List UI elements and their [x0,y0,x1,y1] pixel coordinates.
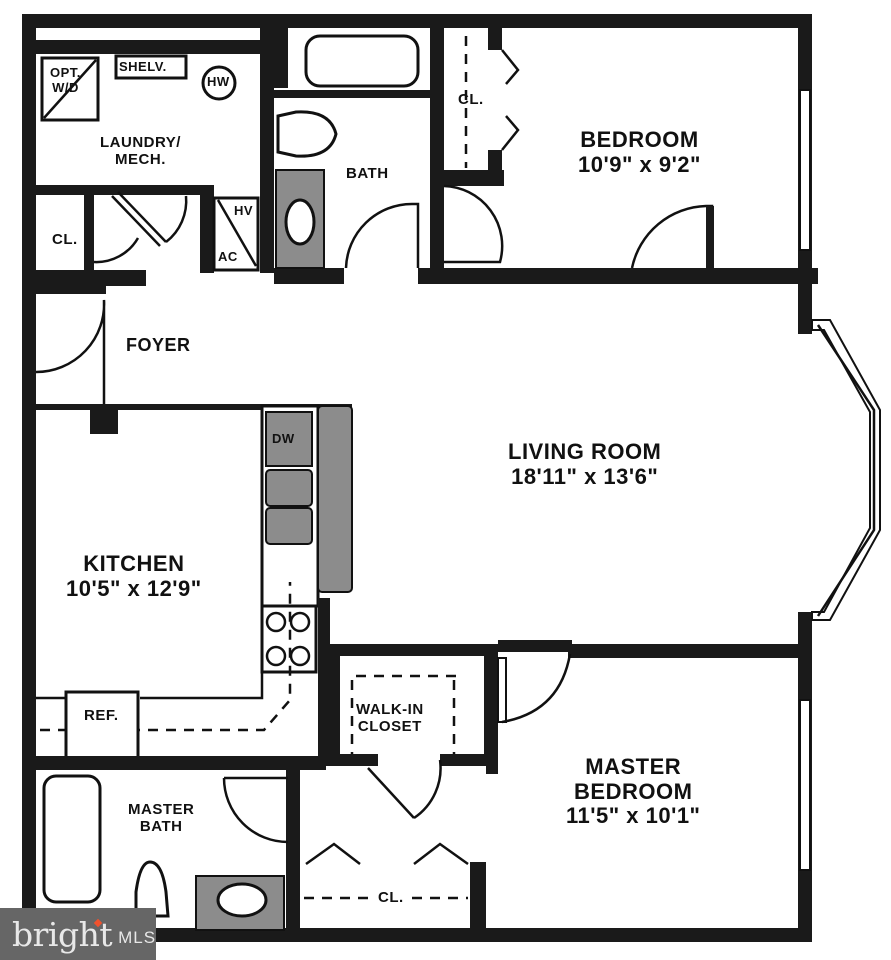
bathtub [304,34,420,88]
kitchen-name: KITCHEN [83,551,185,576]
master-vanity [195,875,285,931]
master-bath-walls [42,770,300,940]
master-bath-line2: BATH [139,817,183,835]
shelves [114,54,188,80]
laundry-line2: MECH. [115,150,166,168]
master-bedroom-label: MASTER BEDROOM 11'5" x 10'1" [566,754,701,829]
ac-label: AC [218,249,238,264]
foyer-label: FOYER [126,335,191,355]
bedroom-name: BEDROOM [580,127,699,152]
bay-window [811,319,881,621]
master-toilet [134,860,170,918]
bedroom-closet-doors [501,49,520,85]
dishwasher [265,411,313,467]
master-bedroom-dimensions: 11'5" x 10'1" [566,803,701,829]
bath-label: BATH [346,165,389,182]
laundry-room-walls [36,28,274,286]
master-bedroom-line1: MASTER [585,754,682,779]
master-closet-label: CL. [376,889,406,907]
master-sink [216,882,268,918]
bedroom-dimensions: 10'9" x 9'2" [578,151,701,177]
laundry-mech-label: LAUNDRY/ MECH. [100,134,181,169]
sink [284,198,316,246]
bedroom-window [799,89,811,251]
master-bedroom-window [799,699,811,871]
toilet [276,110,338,158]
master-bath-label: MASTER BATH [128,801,195,836]
bedroom-label: BEDROOM 10'9" x 9'2" [578,127,701,177]
entry-door [35,299,106,406]
master-closet [304,842,486,932]
living-room-dimensions: 18'11" x 13'6" [511,463,659,489]
walk-in-closet-label: WALK-IN CLOSET [356,701,424,736]
kitchen-dimensions: 10'5" x 12'9" [66,575,202,601]
kitchen-label: KITCHEN 10'5" x 12'9" [66,551,202,601]
refrigerator [64,690,140,760]
dishwasher-label: DW [272,431,295,446]
water-heater-label: HW [207,74,230,89]
bright-mls-watermark: bright MLS [0,908,156,960]
master-bath-line1: MASTER [128,801,195,818]
laundry-line1: LAUNDRY/ [100,134,181,151]
peninsula-counter [317,405,353,593]
bedroom-closet-label: CL. [458,91,484,108]
opt-wd-label: OPT. W/D [50,65,81,95]
opt-wd-line1: OPT. [50,65,81,80]
living-room-label: LIVING ROOM 18'11" x 13'6" [508,439,662,489]
refrigerator-label: REF. [84,707,119,724]
water-heater [201,65,237,101]
shelves-label: SHELV. [119,59,167,74]
kitchen-sink-1 [265,469,313,507]
kitchen-sink-2 [265,507,313,545]
opt-wd-line2: W/D [52,79,79,95]
living-room-name: LIVING ROOM [508,439,662,464]
laundry-closet-label: CL. [52,231,78,248]
walk-in-closet-walls [326,644,498,820]
kitchen-counters [36,404,353,760]
walk-in-line1: WALK-IN [356,701,424,718]
master-bedroom-line2: BEDROOM [574,778,693,804]
master-bathtub [42,774,102,904]
hvac-label: HV [234,203,254,218]
watermark-suffix: MLS [118,928,157,947]
bath-walls [274,28,818,284]
walk-in-line2: CLOSET [357,717,422,735]
